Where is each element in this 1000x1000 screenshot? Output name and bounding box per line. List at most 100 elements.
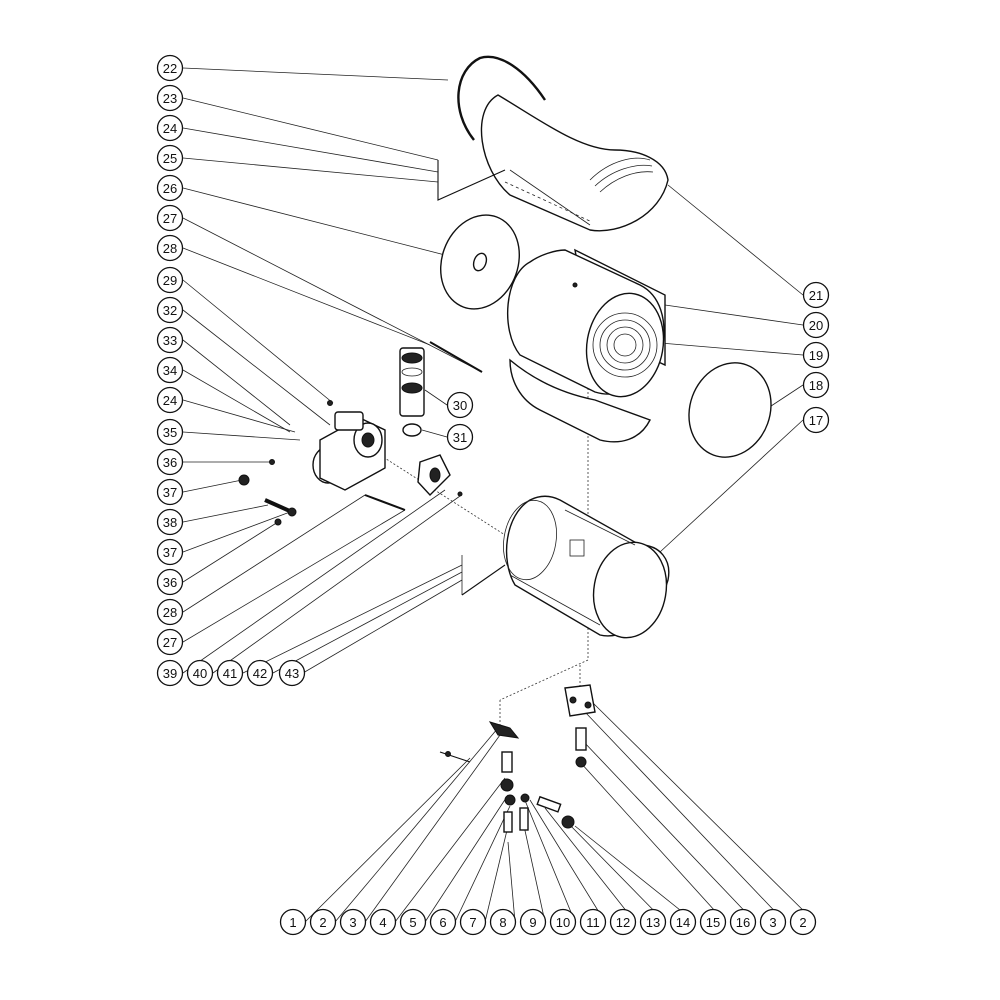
callout-circle bbox=[156, 448, 184, 476]
callout-number: 10 bbox=[556, 915, 570, 930]
callout-circle bbox=[279, 908, 307, 936]
callout-circle bbox=[549, 908, 577, 936]
callout-circle bbox=[309, 908, 337, 936]
callout-28: 28 bbox=[156, 234, 184, 262]
callout-number: 40 bbox=[193, 666, 207, 681]
callout-number: 42 bbox=[253, 666, 267, 681]
callout-29: 29 bbox=[156, 266, 184, 294]
callout-2: 2 bbox=[309, 908, 337, 936]
callout-number: 27 bbox=[163, 635, 177, 650]
callout-24: 24 bbox=[156, 114, 184, 142]
callout-43: 43 bbox=[278, 659, 306, 687]
callout-number: 8 bbox=[499, 915, 506, 930]
callout-number: 28 bbox=[163, 241, 177, 256]
callout-circle bbox=[156, 84, 184, 112]
callout-30: 30 bbox=[446, 391, 474, 419]
part-30-nozzle-assembly bbox=[399, 341, 483, 437]
callout-number: 17 bbox=[809, 413, 823, 428]
callout-circle bbox=[802, 311, 830, 339]
callout-circle bbox=[156, 114, 184, 142]
callout-number: 27 bbox=[163, 211, 177, 226]
motor-pump-assembly bbox=[238, 400, 463, 526]
callout-34: 34 bbox=[156, 356, 184, 384]
callout-40: 40 bbox=[186, 659, 214, 687]
callout-number: 13 bbox=[646, 915, 660, 930]
callout-number: 37 bbox=[163, 485, 177, 500]
callout-number: 14 bbox=[676, 915, 690, 930]
callout-27: 27 bbox=[156, 204, 184, 232]
callout-circle bbox=[156, 628, 184, 656]
callout-circle bbox=[759, 908, 787, 936]
callout-21: 21 bbox=[802, 281, 830, 309]
callout-number: 7 bbox=[469, 915, 476, 930]
callout-circle bbox=[699, 908, 727, 936]
callout-12: 12 bbox=[609, 908, 637, 936]
callout-number: 34 bbox=[163, 363, 177, 378]
callout-number: 4 bbox=[379, 915, 386, 930]
callout-26: 26 bbox=[156, 174, 184, 202]
callout-number: 16 bbox=[736, 915, 750, 930]
callout-24: 24 bbox=[156, 386, 184, 414]
callout-circle bbox=[459, 908, 487, 936]
callout-number: 2 bbox=[799, 915, 806, 930]
callout-1: 1 bbox=[279, 908, 307, 936]
callout-number: 30 bbox=[453, 398, 467, 413]
callout-2: 2 bbox=[789, 908, 817, 936]
callout-circle bbox=[156, 326, 184, 354]
callout-circle bbox=[802, 341, 830, 369]
callout-circle bbox=[489, 908, 517, 936]
callout-circle bbox=[446, 391, 474, 419]
part-23-25-brackets bbox=[437, 160, 506, 596]
callout-27: 27 bbox=[156, 628, 184, 656]
part-18-rear-disc bbox=[688, 362, 772, 458]
callout-11: 11 bbox=[579, 908, 607, 936]
callout-25: 25 bbox=[156, 144, 184, 172]
callout-circle bbox=[519, 908, 547, 936]
callout-number: 18 bbox=[809, 378, 823, 393]
part-20-inner-cylinder bbox=[507, 248, 666, 443]
callout-18: 18 bbox=[802, 371, 830, 399]
callout-circle bbox=[156, 508, 184, 536]
bottom-fittings-assembly bbox=[439, 684, 596, 833]
callout-number: 3 bbox=[769, 915, 776, 930]
callout-number: 6 bbox=[439, 915, 446, 930]
callout-circle bbox=[216, 659, 244, 687]
part-22-top-strip bbox=[457, 55, 546, 141]
callout-circle bbox=[156, 538, 184, 566]
callout-number: 9 bbox=[529, 915, 536, 930]
callout-8: 8 bbox=[489, 908, 517, 936]
callout-number: 3 bbox=[349, 915, 356, 930]
callout-circle bbox=[802, 281, 830, 309]
callout-32: 32 bbox=[156, 296, 184, 324]
callout-10: 10 bbox=[549, 908, 577, 936]
callout-circle bbox=[246, 659, 274, 687]
callout-31: 31 bbox=[446, 423, 474, 451]
callout-number: 24 bbox=[163, 393, 177, 408]
callout-circle bbox=[789, 908, 817, 936]
callout-circle bbox=[729, 908, 757, 936]
callout-number: 19 bbox=[809, 348, 823, 363]
callout-circle bbox=[156, 234, 184, 262]
callout-circle bbox=[429, 908, 457, 936]
callout-number: 22 bbox=[163, 61, 177, 76]
callout-28: 28 bbox=[156, 598, 184, 626]
callout-number: 36 bbox=[163, 455, 177, 470]
callout-42: 42 bbox=[246, 659, 274, 687]
callout-circle bbox=[156, 204, 184, 232]
callout-number: 5 bbox=[409, 915, 416, 930]
callout-number: 37 bbox=[163, 545, 177, 560]
callout-number: 38 bbox=[163, 515, 177, 530]
callout-33: 33 bbox=[156, 326, 184, 354]
callout-circle bbox=[399, 908, 427, 936]
callout-number: 35 bbox=[163, 425, 177, 440]
callout-number: 20 bbox=[809, 318, 823, 333]
callout-3: 3 bbox=[339, 908, 367, 936]
callout-circle bbox=[369, 908, 397, 936]
callout-circle bbox=[156, 296, 184, 324]
callout-9: 9 bbox=[519, 908, 547, 936]
callout-number: 24 bbox=[163, 121, 177, 136]
callout-circle bbox=[156, 478, 184, 506]
part-21-upper-shell bbox=[480, 94, 669, 232]
callouts: 2223242526272829323334243536373837362827… bbox=[156, 54, 830, 936]
